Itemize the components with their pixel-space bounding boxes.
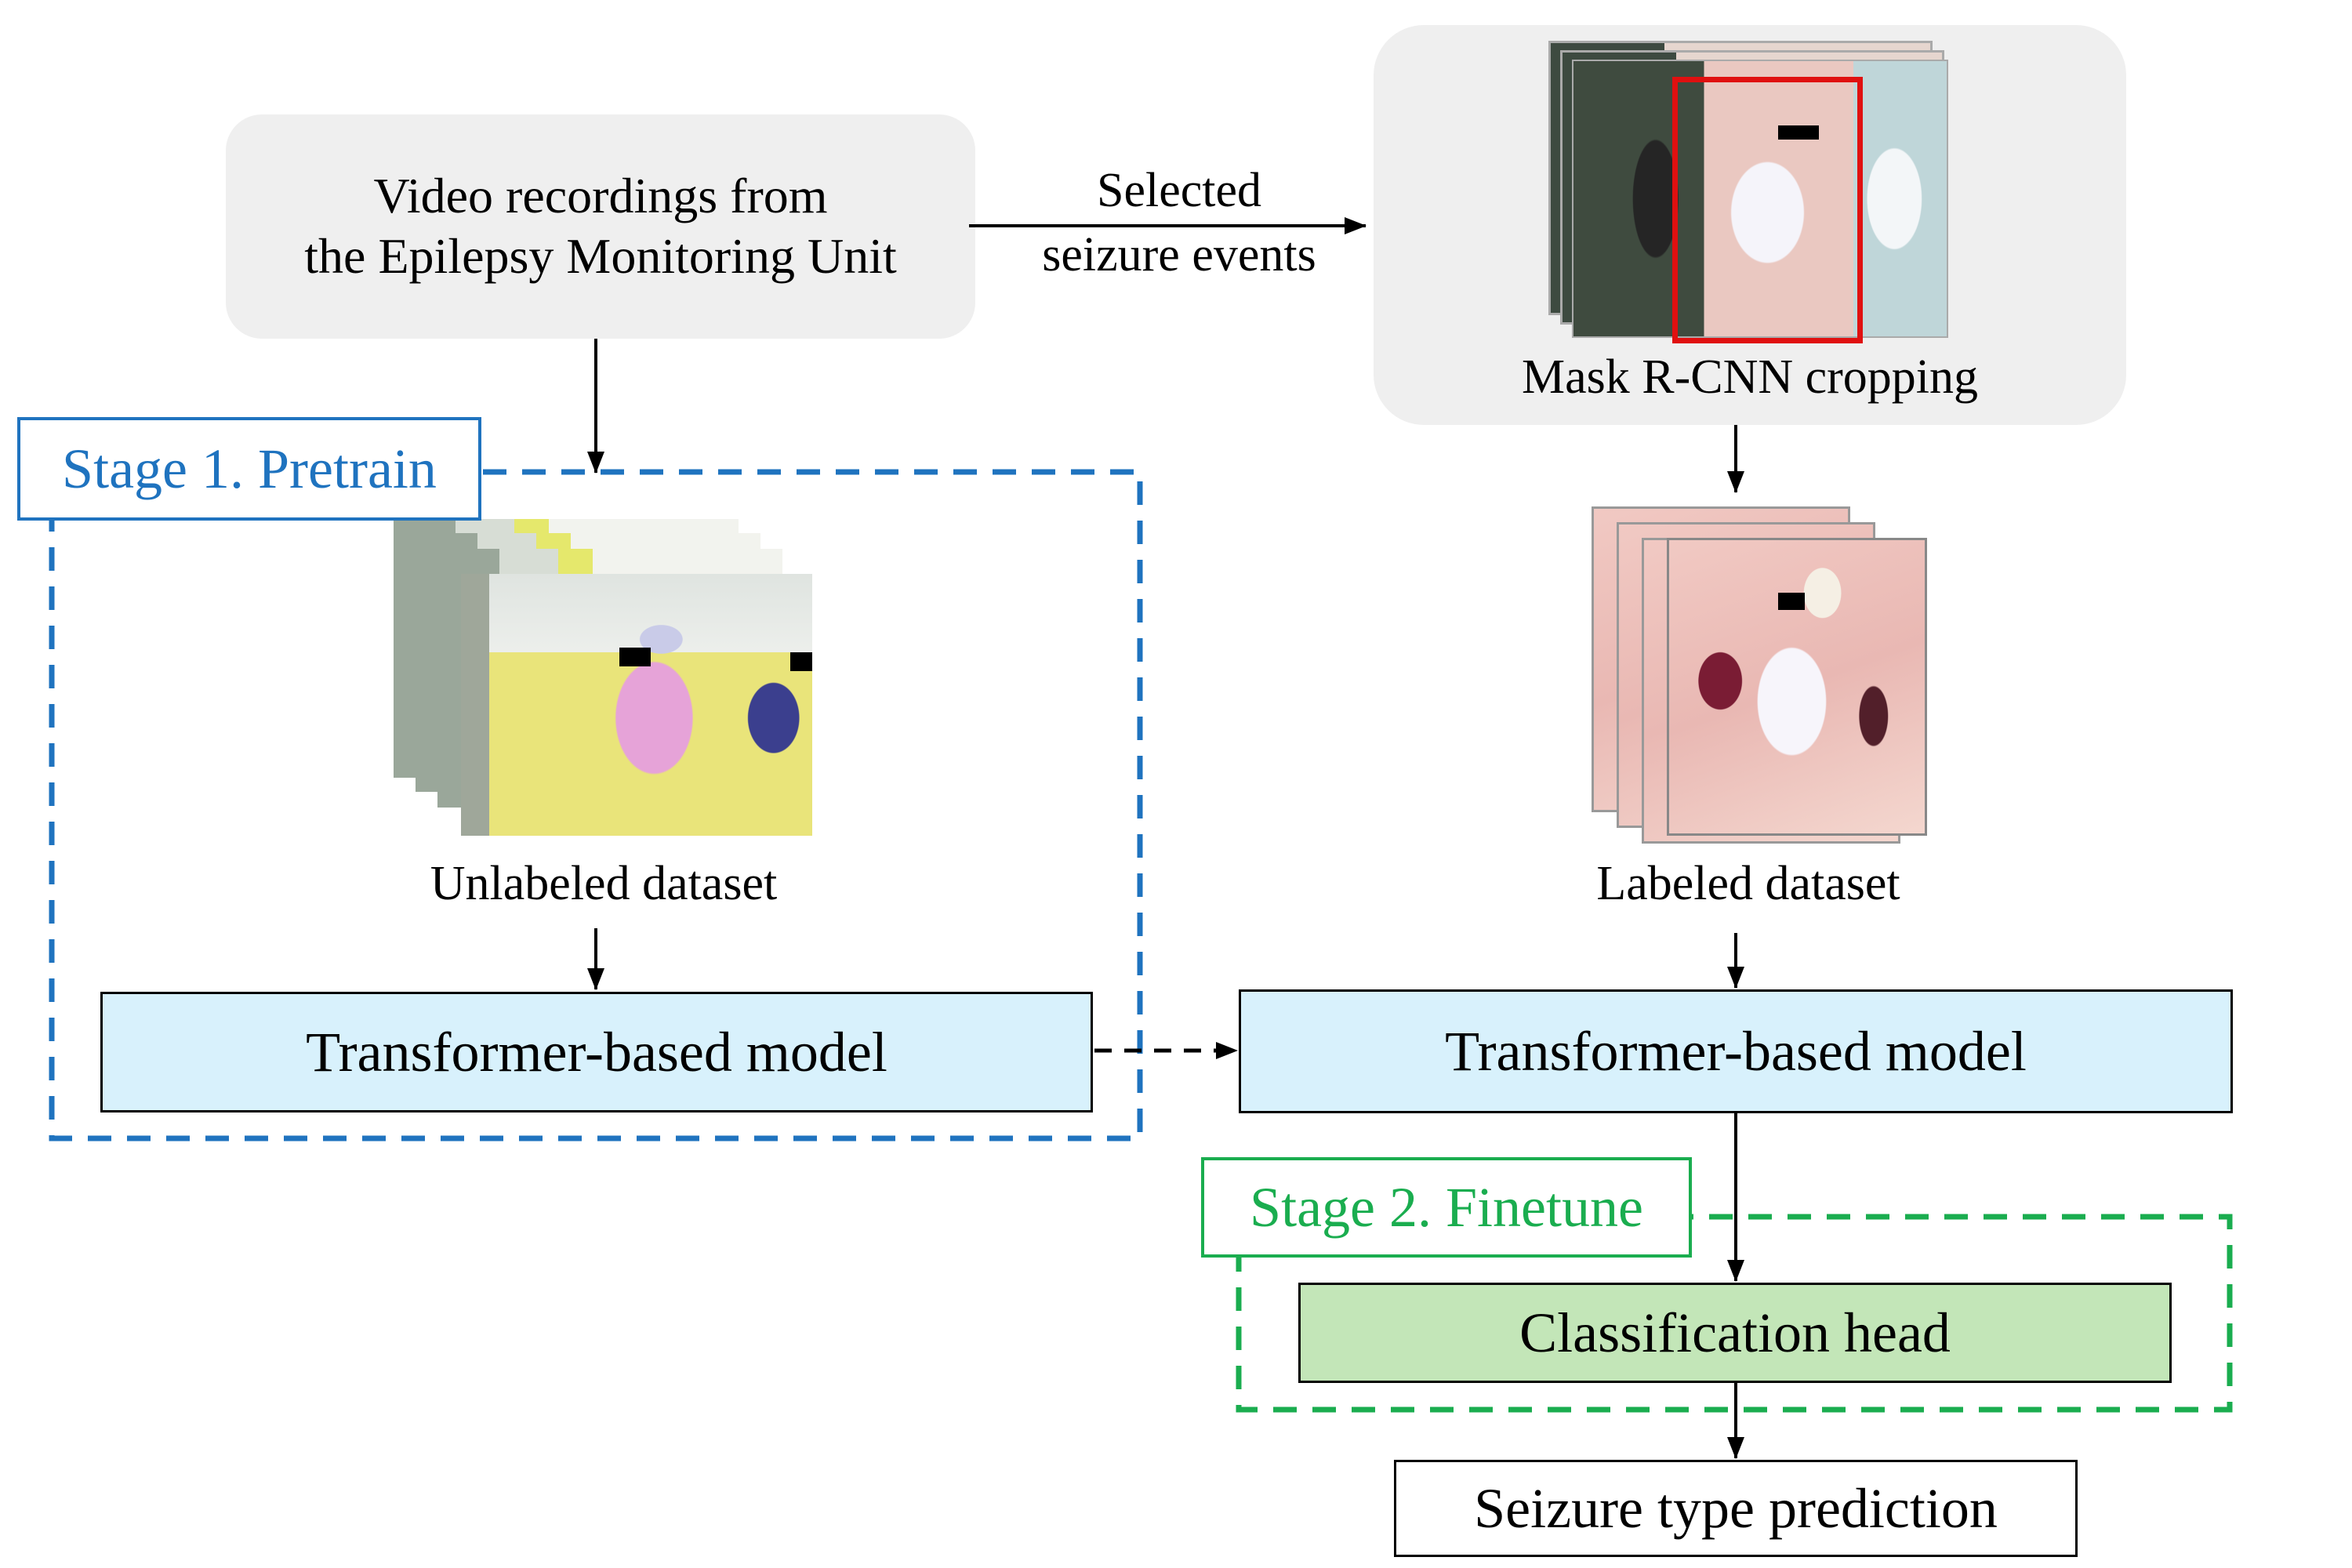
stage1-region [49,469,1143,1142]
stage1-label: Stage 1. Pretrain [17,417,481,521]
unlabeled-label: Unlabeled dataset [430,857,778,910]
labeled-frame-front [1667,538,1927,836]
source-line-2: the Epilepsy Monitoring Unit [304,228,897,284]
classification-head-box: Classification head [1298,1283,2172,1383]
face-mask-bar [1778,125,1819,140]
cropping-label: Mask R-CNN cropping [1521,350,1979,404]
face-mask-bar [1778,593,1805,610]
labeled-label: Labeled dataset [1596,857,1900,910]
finetune-model-box: Transformer-based model [1239,989,2233,1113]
face-mask-bar [619,648,651,666]
pretrain-model-box: Transformer-based model [100,992,1093,1112]
crop-frame-front [1572,60,1948,338]
edge-label-selected: Selected [1096,164,1261,217]
face-mask-bar [790,652,812,671]
crop-bounding-box [1672,77,1863,343]
source-line-1: Video recordings from [373,168,828,224]
edge-label-seizure-events: seizure events [1042,228,1316,281]
stage2-label: Stage 2. Finetune [1201,1157,1692,1258]
unlabeled-frame-front [461,574,812,836]
source-node: Video recordings from the Epilepsy Monit… [226,114,975,339]
output-box: Seizure type prediction [1394,1460,2078,1557]
